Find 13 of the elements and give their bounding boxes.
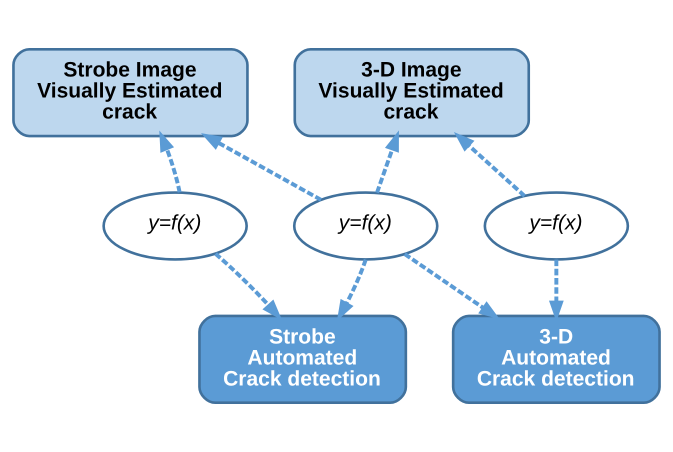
node-box: Strobe Image Visually Estimated crack bbox=[12, 48, 249, 138]
node-box: Strobe Automated Crack detection bbox=[198, 314, 408, 404]
node-box: 3-D Image Visually Estimated crack bbox=[293, 48, 530, 138]
arrow bbox=[159, 130, 182, 193]
arrow bbox=[454, 132, 526, 198]
node-ellipse: y=f(x) bbox=[102, 191, 248, 261]
node-ellipse: y=f(x) bbox=[292, 191, 439, 261]
node-ellipse: y=f(x) bbox=[484, 191, 630, 261]
node-box: 3-D Automated Crack detection bbox=[452, 314, 661, 404]
arrow bbox=[214, 252, 282, 320]
arrow bbox=[375, 130, 399, 194]
arrow bbox=[200, 133, 322, 202]
arrow bbox=[404, 252, 500, 320]
